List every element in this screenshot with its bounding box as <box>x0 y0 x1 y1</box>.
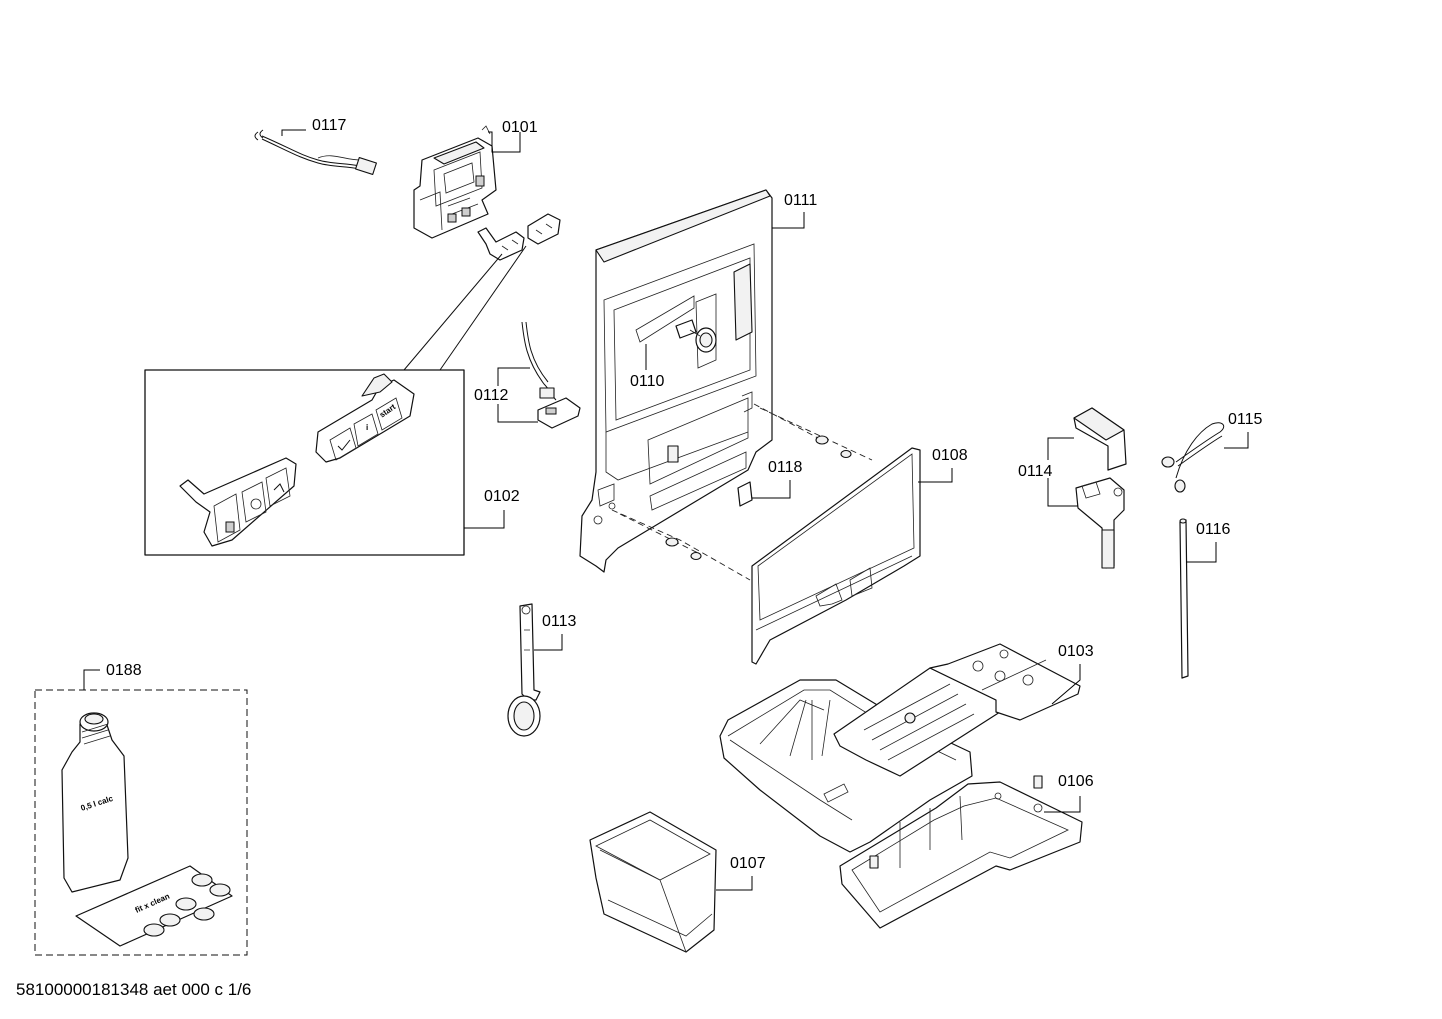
callout-0114: 0114 <box>1018 463 1053 480</box>
callout-0118: 0118 <box>768 459 803 476</box>
drawing-code-footer: 58100000181348 aet 000 c 1/6 <box>16 980 252 999</box>
callout-0110: 0110 <box>630 373 665 390</box>
callout-0108: 0108 <box>932 447 968 464</box>
part-0116-rod <box>1179 518 1189 679</box>
callout-0112: 0112 <box>474 387 509 404</box>
callout-0107: 0107 <box>730 855 766 872</box>
tablets <box>143 873 231 937</box>
part-0113-measuring-spoon <box>507 603 541 737</box>
callout-0117: 0117 <box>312 117 347 134</box>
callout-0113: 0113 <box>542 613 577 630</box>
part-0108-cover-plate <box>751 447 921 665</box>
button-info-text: i <box>366 423 368 432</box>
callout-0111: 0111 <box>784 192 817 209</box>
callout-0102: 0102 <box>484 488 520 505</box>
callout-0116: 0116 <box>1196 521 1231 538</box>
part-0103-drip-tray <box>719 643 1081 853</box>
assembly-guide-lines <box>611 403 873 581</box>
part-0117-cable-harness <box>254 129 377 176</box>
part-0102-button-detail: i start <box>144 369 465 556</box>
part-0115-hose <box>1161 422 1225 493</box>
part-0101-control-module <box>413 125 497 239</box>
part-0112-sensor <box>521 321 581 429</box>
part-0188-descaling-kit: 0,5 l calc fit x clean <box>34 689 248 956</box>
part-0110-knob <box>675 319 717 353</box>
callout-labels: 0117 0101 0111 0110 0112 0102 0118 0108 … <box>106 117 1263 872</box>
part-0111-front-panel <box>579 189 773 573</box>
part-0114-dispenser <box>1073 407 1127 569</box>
leader-lines <box>83 129 1249 891</box>
callout-0115: 0115 <box>1228 411 1263 428</box>
part-button-keys-small <box>477 213 561 261</box>
part-0118-clip <box>737 481 753 507</box>
callout-0106: 0106 <box>1058 773 1094 790</box>
part-0106-tray-holder <box>839 775 1083 929</box>
callout-0188: 0188 <box>106 662 142 679</box>
callout-0101: 0101 <box>502 119 538 136</box>
part-0107-container <box>589 811 717 953</box>
callout-0103: 0103 <box>1058 643 1094 660</box>
